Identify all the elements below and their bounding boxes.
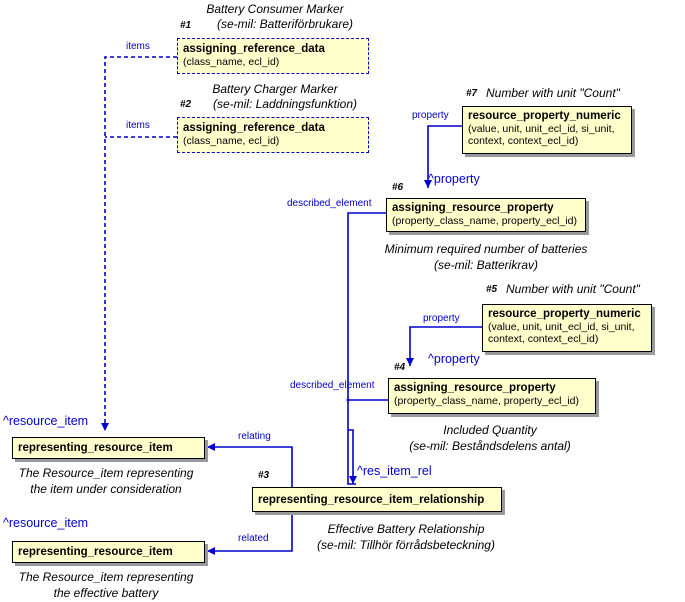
- node-3-caption-2: (se-mil: Tillhör förrådsbeteckning): [317, 538, 495, 552]
- resource-item-2-caption-2: the effective battery: [53, 586, 159, 600]
- node-1-title: assigning_reference_data: [183, 43, 325, 55]
- ref-property-5: ^property: [428, 352, 480, 366]
- edge-to-res-item-rel: [348, 429, 357, 484]
- node-3-caption: Effective Battery Relationship: [327, 522, 485, 536]
- node-4-title: assigning_resource_property: [394, 382, 556, 394]
- node-5-caption: Number with unit "Count": [506, 282, 640, 296]
- edge-label-described-4: described_element: [290, 380, 375, 391]
- node-4-caption-2: (se-mil: Beståndsdelens antal): [409, 439, 571, 453]
- node-4-attrs: (property_class_name, property_ecl_id): [394, 395, 580, 407]
- edge-label-described-6: described_element: [287, 198, 372, 209]
- edge-items-1: [101, 56, 177, 431]
- resource-item-1-caption: The Resource_item representing: [18, 466, 194, 480]
- resource-item-1-box[interactable]: representing_resource_item: [12, 437, 205, 459]
- ref-resource-item-2: ^resource_item: [3, 516, 89, 530]
- node-7-attrs: (value, unit, unit_ecl_id, si_unit, cont…: [468, 123, 615, 147]
- resource-item-1-title: representing_resource_item: [18, 442, 173, 454]
- node-3-id: #3: [258, 470, 270, 481]
- node-4-box[interactable]: assigning_resource_property (property_cl…: [388, 378, 596, 414]
- node-6-title: assigning_resource_property: [392, 202, 554, 214]
- resource-item-2-title: representing_resource_item: [18, 546, 173, 558]
- node-1-caption-2: (se-mil: Batteriförbrukare): [216, 17, 354, 31]
- node-4-id: #4: [394, 362, 406, 373]
- edge-label-items-2: items: [126, 120, 150, 131]
- node-2-caption-2: (se-mil: Laddningsfunktion): [212, 97, 358, 111]
- node-3-box[interactable]: representing_resource_item_relationship: [252, 487, 502, 512]
- node-5-title: resource_property_numeric: [488, 308, 641, 320]
- node-2-title: assigning_reference_data: [183, 122, 325, 134]
- node-3-title: representing_resource_item_relationship: [258, 494, 485, 506]
- node-2-id: #2: [180, 99, 192, 110]
- node-5-box[interactable]: resource_property_numeric (value, unit, …: [482, 304, 652, 352]
- node-7-box[interactable]: resource_property_numeric (value, unit, …: [462, 106, 632, 154]
- edge-described-6: [347, 212, 386, 485]
- edge-property-7: [424, 125, 462, 188]
- node-1-attrs: (class_name, ecl_id): [183, 56, 280, 68]
- node-6-box[interactable]: assigning_resource_property (property_cl…: [386, 198, 586, 232]
- node-6-caption-2: (se-mil: Batterikrav): [433, 258, 538, 272]
- edge-relating: [207, 443, 293, 487]
- edge-label-relating: relating: [238, 431, 271, 442]
- ref-res-item-rel: ^res_item_rel: [357, 464, 432, 478]
- edge-property-5: [406, 326, 482, 366]
- edge-related: [207, 512, 293, 555]
- node-2-attrs: (class_name, ecl_id): [183, 135, 280, 147]
- node-2-caption: Battery Charger Marker: [212, 82, 338, 96]
- ref-resource-item-1: ^resource_item: [3, 414, 89, 428]
- ref-property-7: ^property: [428, 172, 480, 186]
- edge-label-related: related: [238, 533, 269, 544]
- resource-item-1-caption-2: the item under consideration: [30, 482, 182, 496]
- junction-dot: [346, 398, 350, 402]
- resource-item-2-caption: The Resource_item representing: [18, 570, 194, 584]
- edge-label-property-5: property: [423, 313, 460, 324]
- node-5-attrs: (value, unit, unit_ecl_id, si_unit, cont…: [488, 321, 635, 345]
- edge-label-items-1: items: [126, 41, 150, 52]
- node-6-id: #6: [392, 182, 404, 193]
- node-7-id: #7: [466, 88, 478, 99]
- resource-item-2-box[interactable]: representing_resource_item: [12, 541, 205, 563]
- node-7-title: resource_property_numeric: [468, 110, 621, 122]
- node-1-caption: Battery Consumer Marker: [206, 2, 344, 16]
- node-1-box[interactable]: assigning_reference_data (class_name, ec…: [177, 38, 369, 74]
- node-7-caption: Number with unit "Count": [486, 86, 620, 100]
- node-1-id: #1: [180, 20, 192, 31]
- node-6-attrs: (property_class_name, property_ecl_id): [392, 215, 578, 227]
- node-4-caption: Included Quantity: [443, 423, 537, 437]
- node-5-id: #5: [486, 284, 498, 295]
- node-2-box[interactable]: assigning_reference_data (class_name, ec…: [177, 117, 369, 153]
- node-6-caption: Minimum required number of batteries: [384, 242, 588, 256]
- edge-label-property-7: property: [412, 110, 449, 121]
